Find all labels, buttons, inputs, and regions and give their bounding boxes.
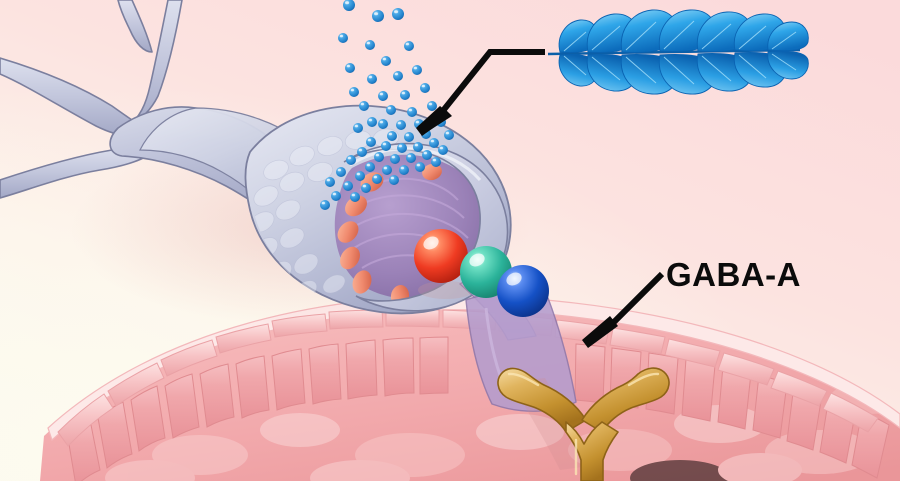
- neurotransmitter-molecule: [331, 191, 341, 201]
- neurotransmitter-molecule: [431, 157, 441, 167]
- neurotransmitter-molecule: [366, 137, 376, 147]
- presynaptic-neuron: [0, 0, 537, 341]
- neurotransmitter-molecule: [386, 105, 396, 115]
- neurotransmitter-molecule: [422, 150, 432, 160]
- neurotransmitter-molecule: [406, 153, 416, 163]
- neurotransmitter-molecule: [350, 192, 360, 202]
- neurotransmitter-molecule: [365, 162, 375, 172]
- neurotransmitter-molecule: [393, 71, 403, 81]
- neurotransmitter-molecule: [387, 131, 397, 141]
- neurotransmitter-molecule: [367, 117, 377, 127]
- subunit-red: [414, 229, 468, 283]
- neurotransmitter-molecule: [392, 8, 404, 20]
- neurotransmitter-molecule: [413, 142, 423, 152]
- leaflet-veins: [563, 20, 797, 85]
- receptor-arm-left: [497, 367, 587, 433]
- dendrites: [0, 0, 183, 199]
- neurotransmitter-molecule: [382, 165, 392, 175]
- neurotransmitter-molecule: [372, 10, 384, 22]
- leaflets-upper: [558, 9, 809, 53]
- neurotransmitter-molecule: [359, 101, 369, 111]
- neurotransmitter-molecule: [357, 147, 367, 157]
- arrow-gaba-to-receptor: [582, 271, 665, 348]
- neurotransmitter-molecule: [400, 90, 410, 100]
- gaba-a-label: GABA-A: [666, 256, 801, 293]
- neurotransmitter-molecule: [404, 132, 414, 142]
- neurotransmitter-molecule: [396, 120, 406, 130]
- neurotransmitter-molecule: [407, 107, 417, 117]
- receptor-highlights: [507, 372, 660, 476]
- neurotransmitter-molecule: [438, 145, 448, 155]
- herbal-leaf-sprig: [547, 9, 809, 95]
- neurotransmitter-molecules: [320, 0, 454, 210]
- membrane-crest: [47, 295, 900, 447]
- neurotransmitter-molecule: [374, 152, 384, 162]
- neurotransmitter-molecule: [338, 33, 348, 43]
- receptor-subunit-spheres: [414, 229, 549, 317]
- neurotransmitter-molecule: [346, 155, 356, 165]
- neurotransmitter-molecule: [361, 183, 371, 193]
- neurotransmitter-molecule: [420, 83, 430, 93]
- neurotransmitter-molecule: [390, 154, 400, 164]
- neurotransmitter-molecule: [343, 181, 353, 191]
- neurotransmitter-molecule: [399, 165, 409, 175]
- neurotransmitter-molecule: [355, 171, 365, 181]
- neurotransmitter-molecule: [389, 175, 399, 185]
- neurotransmitter-molecule: [381, 56, 391, 66]
- neurotransmitter-molecule: [427, 101, 437, 111]
- neurotransmitter-molecule: [372, 174, 382, 184]
- neurotransmitter-molecule: [353, 123, 363, 133]
- neurotransmitter-molecule: [336, 167, 346, 177]
- subunit-blue: [497, 265, 549, 317]
- neurotransmitter-molecule: [367, 74, 377, 84]
- neurotransmitter-molecule: [404, 41, 414, 51]
- neurotransmitter-molecule: [378, 91, 388, 101]
- neurotransmitter-molecule: [349, 87, 359, 97]
- dendrite-upper-branch: [117, 0, 153, 53]
- neurotransmitter-molecule: [345, 63, 355, 73]
- neurotransmitter-molecule: [444, 130, 454, 140]
- neurotransmitter-molecule: [412, 65, 422, 75]
- neurotransmitter-molecule: [325, 177, 335, 187]
- gaba-a-receptor[interactable]: [497, 367, 670, 481]
- neurotransmitter-molecule: [429, 138, 439, 148]
- neurotransmitter-molecule: [415, 162, 425, 172]
- receptor-arm-right: [581, 367, 670, 433]
- arrow-leaf-to-terminal: [416, 49, 545, 136]
- neurotransmitter-molecule: [381, 141, 391, 151]
- neurotransmitter-molecule: [365, 40, 375, 50]
- neurotransmitter-molecule: [397, 143, 407, 153]
- receptor-stem: [565, 421, 619, 481]
- neurotransmitter-molecule: [378, 119, 388, 129]
- neurotransmitter-molecule: [320, 200, 330, 210]
- neurotransmitter-molecule: [343, 0, 355, 11]
